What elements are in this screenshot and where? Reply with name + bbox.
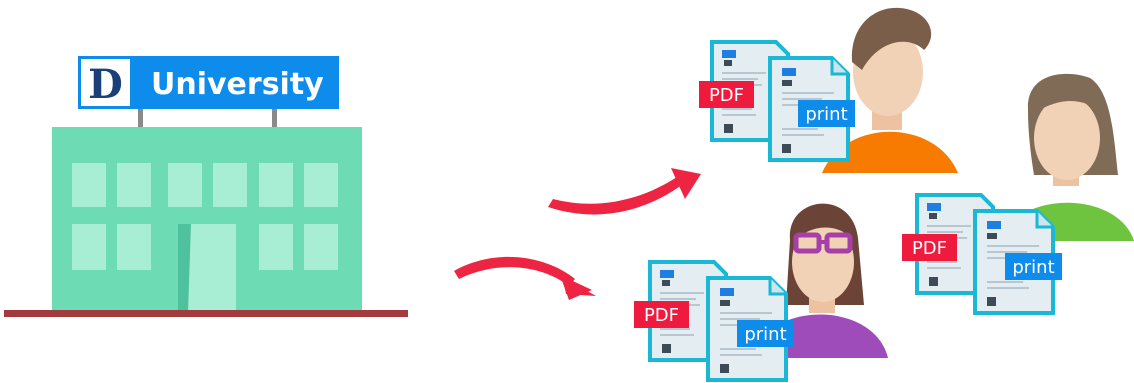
arrow-to-top-recipient	[548, 168, 701, 215]
university-sign-text: University	[151, 67, 324, 102]
recipient-woman-purple: PDF print	[634, 203, 888, 382]
print-badge-2	[1005, 253, 1062, 280]
recipient-man-orange: PDF print	[699, 7, 958, 173]
university-logo-icon: D	[88, 61, 123, 108]
print-label-3: print	[744, 324, 786, 345]
university-sign: D University	[78, 56, 339, 109]
pdf-label-1: PDF	[709, 85, 744, 106]
glasses-icon	[793, 232, 853, 254]
pdf-badge-1	[699, 81, 754, 108]
arrow-to-bottom-recipient	[454, 256, 596, 300]
university-building	[4, 108, 408, 317]
person-avatar-man	[822, 7, 958, 173]
print-label-1: print	[805, 104, 847, 125]
pdf-label-3: PDF	[644, 305, 679, 326]
pdf-badge-3	[634, 301, 689, 328]
print-badge-1	[798, 100, 855, 127]
print-label-2: print	[1012, 257, 1054, 278]
recipient-woman-green: PDF print	[902, 73, 1134, 315]
pdf-badge-2	[902, 234, 957, 261]
print-badge-3	[737, 320, 794, 347]
pdf-label-2: PDF	[912, 238, 947, 259]
